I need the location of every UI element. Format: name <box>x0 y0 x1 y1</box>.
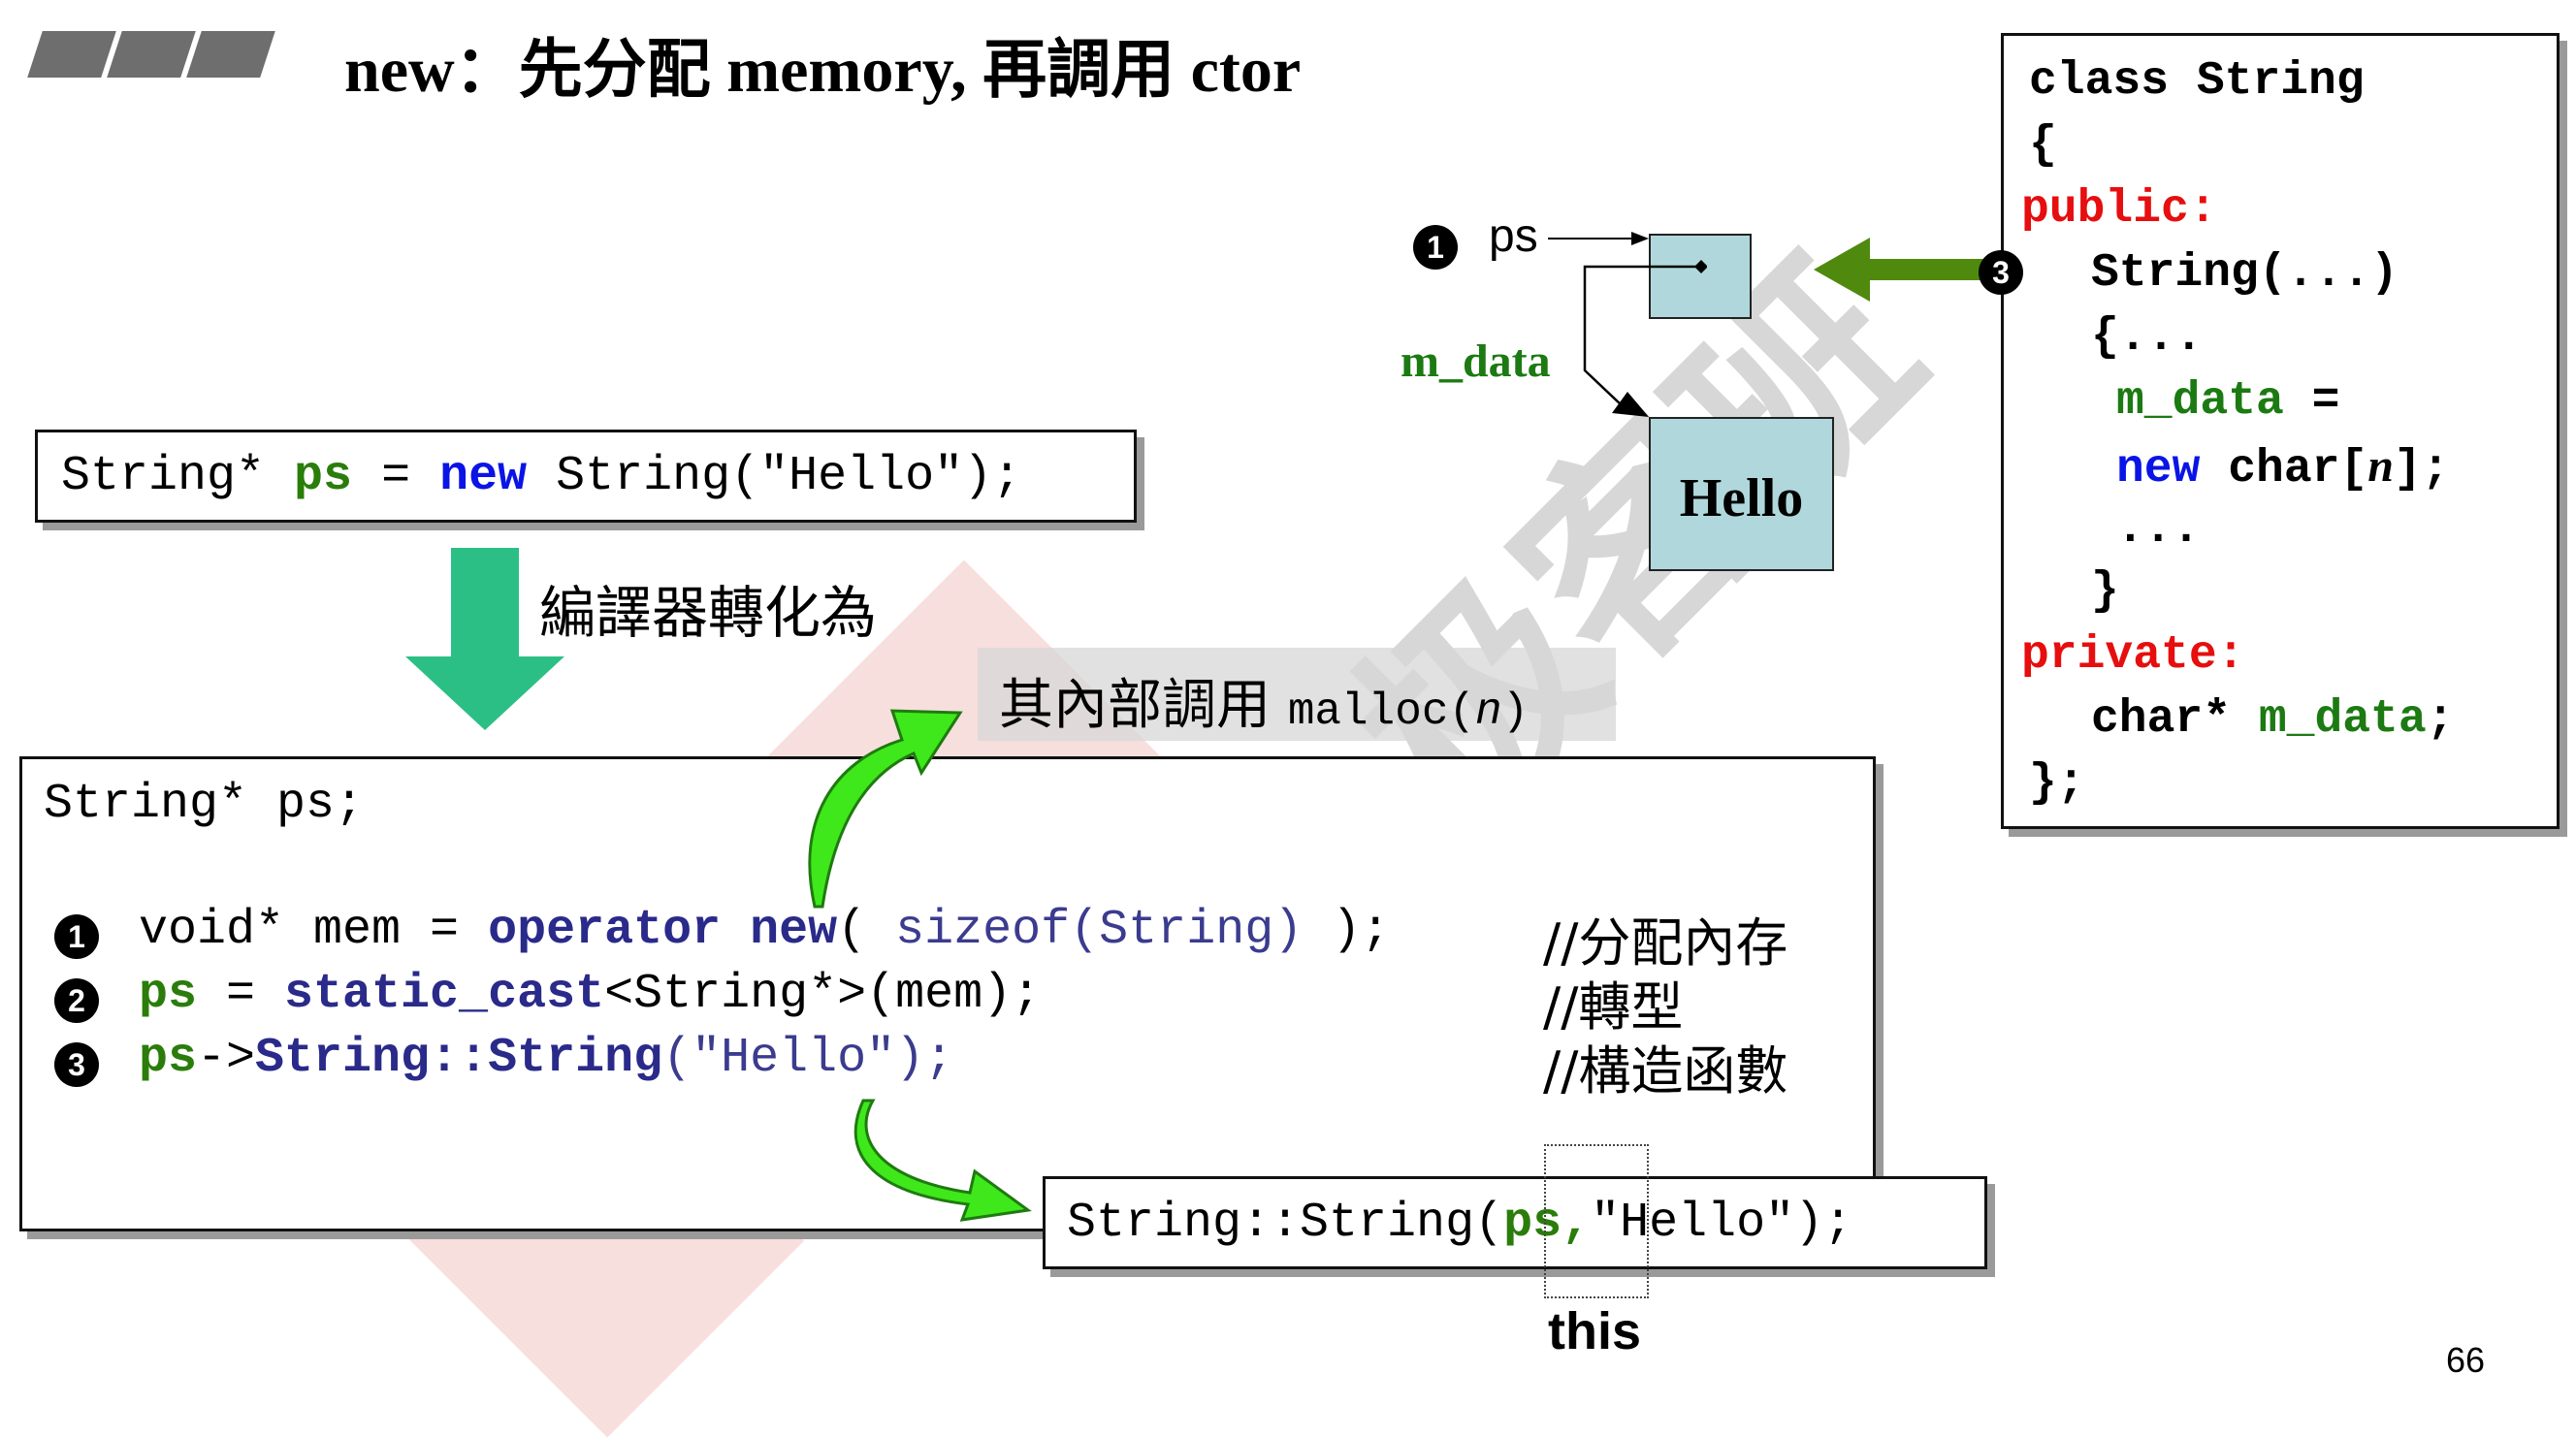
diagram-step-1-badge: 1 <box>1413 225 1458 270</box>
code-token: String::String( <box>1067 1196 1504 1251</box>
class-line: { <box>2029 119 2057 172</box>
class-line-m-data-assign: m_data = <box>2116 375 2339 428</box>
hello-buffer-text: Hello <box>1679 468 1804 528</box>
class-line: class String <box>2029 55 2365 108</box>
code-token-ctor: String::String <box>255 1031 663 1086</box>
code-token-sizeof: sizeof(String) <box>895 903 1304 958</box>
code-token: -> <box>197 1031 256 1086</box>
page-number: 66 <box>2446 1340 2486 1380</box>
code-step-2: ps = static_cast<String*>(mem); <box>139 967 1041 1022</box>
code-token-m-data: m_data <box>2258 693 2427 746</box>
ctor-call-box: String::String(ps,"Hello"); <box>1043 1176 1987 1269</box>
curved-arrow-up-icon <box>808 709 963 909</box>
code-token: = <box>197 967 285 1022</box>
ctor-call-line: String::String(ps,"Hello"); <box>1067 1196 1852 1251</box>
step-1-badge: 1 <box>54 914 99 959</box>
down-arrow-icon <box>405 548 564 730</box>
title-stripe-icon <box>186 31 275 78</box>
string-object-cell <box>1649 234 1752 319</box>
this-highlight-box <box>1544 1144 1649 1298</box>
code-token: ]; <box>2393 443 2450 495</box>
code-step-3: ps->String::String("Hello"); <box>139 1031 953 1086</box>
class-line: }; <box>2029 757 2085 810</box>
code-token: ); <box>1303 903 1391 958</box>
class-line: {... <box>2091 311 2204 364</box>
curved-arrow-down-icon <box>853 1099 1032 1222</box>
code-token-ps: ps <box>139 967 198 1022</box>
code-token: ("Hello"); <box>662 1031 954 1086</box>
m-data-label: m_data <box>1401 336 1551 387</box>
malloc-note-code: ) <box>1501 687 1530 737</box>
code-token-new: new <box>439 449 528 504</box>
pointer-arrows-icon <box>1548 232 1707 417</box>
code-token: = <box>2283 375 2340 428</box>
code-token: String("Hello"); <box>527 449 1022 504</box>
class-line: ... <box>2116 503 2201 556</box>
code-token: char* <box>2091 693 2259 746</box>
class-definition-box: class String { public: String(...) {... … <box>2001 33 2560 829</box>
class-line-ctor: String(...) <box>2091 247 2399 300</box>
class-line-private: private: <box>2021 629 2245 682</box>
malloc-note: 其內部調用 malloc(n) <box>999 661 1529 740</box>
code-decl: String* ps; <box>44 777 365 832</box>
slide-title: new：先分配 memory, 再調用 ctor <box>344 35 1302 106</box>
comment-step-1: //分配內存 <box>1543 912 1788 974</box>
class-line-member: char* m_data; <box>2091 693 2454 746</box>
step-2-badge: 2 <box>54 978 99 1023</box>
step-3-badge: 3 <box>54 1042 99 1087</box>
hello-buffer-cell: Hello <box>1649 417 1834 571</box>
title-stripe-icon <box>27 31 116 78</box>
code-token-this-arg: ps, <box>1503 1196 1592 1251</box>
expanded-code-box: String* ps; 1 void* mem = operator new( … <box>19 756 1876 1231</box>
ps-label: ps <box>1489 210 1538 262</box>
comment-step-3: //構造函數 <box>1543 1040 1788 1102</box>
code-token-static-cast: static_cast <box>284 967 605 1022</box>
malloc-note-box: 其內部調用 malloc(n) <box>978 648 1616 741</box>
class-line-new-char: new char[n]; <box>2116 439 2450 495</box>
title-stripe-icon <box>107 31 196 78</box>
code-token-ps: ps <box>294 449 353 504</box>
malloc-note-var: n <box>1475 687 1502 737</box>
code-token: "Hello"); <box>1591 1196 1853 1251</box>
class-step-3-badge: 3 <box>1979 250 2023 295</box>
code-token-operator-new: operator new <box>488 903 838 958</box>
class-line-public: public: <box>2021 183 2217 236</box>
source-code-box: String* ps = new String("Hello"); <box>35 430 1137 523</box>
code-token: char[ <box>2200 443 2368 495</box>
code-token-new: new <box>2116 443 2201 495</box>
code-token: = <box>352 449 440 504</box>
source-code-line: String* ps = new String("Hello"); <box>61 449 1021 504</box>
code-token: ; <box>2426 693 2455 746</box>
code-step-1: void* mem = operator new( sizeof(String)… <box>139 903 1390 958</box>
code-token-ps: ps <box>139 1031 198 1086</box>
code-token-m-data: m_data <box>2116 375 2284 428</box>
malloc-note-code: malloc( <box>1287 687 1476 737</box>
this-label: this <box>1548 1302 1642 1360</box>
code-token: void* mem = <box>139 903 489 958</box>
green-arrow-left-icon <box>1814 238 2064 302</box>
code-token-n: n <box>2367 440 2394 492</box>
compiler-note: 編譯器轉化為 <box>539 580 878 646</box>
class-line: } <box>2091 565 2119 618</box>
comment-step-2: //轉型 <box>1543 976 1684 1038</box>
code-token: ( <box>837 903 896 958</box>
malloc-note-cn: 其內部調用 <box>999 674 1288 737</box>
code-token: String* <box>61 449 295 504</box>
code-token: <String*>(mem); <box>604 967 1042 1022</box>
